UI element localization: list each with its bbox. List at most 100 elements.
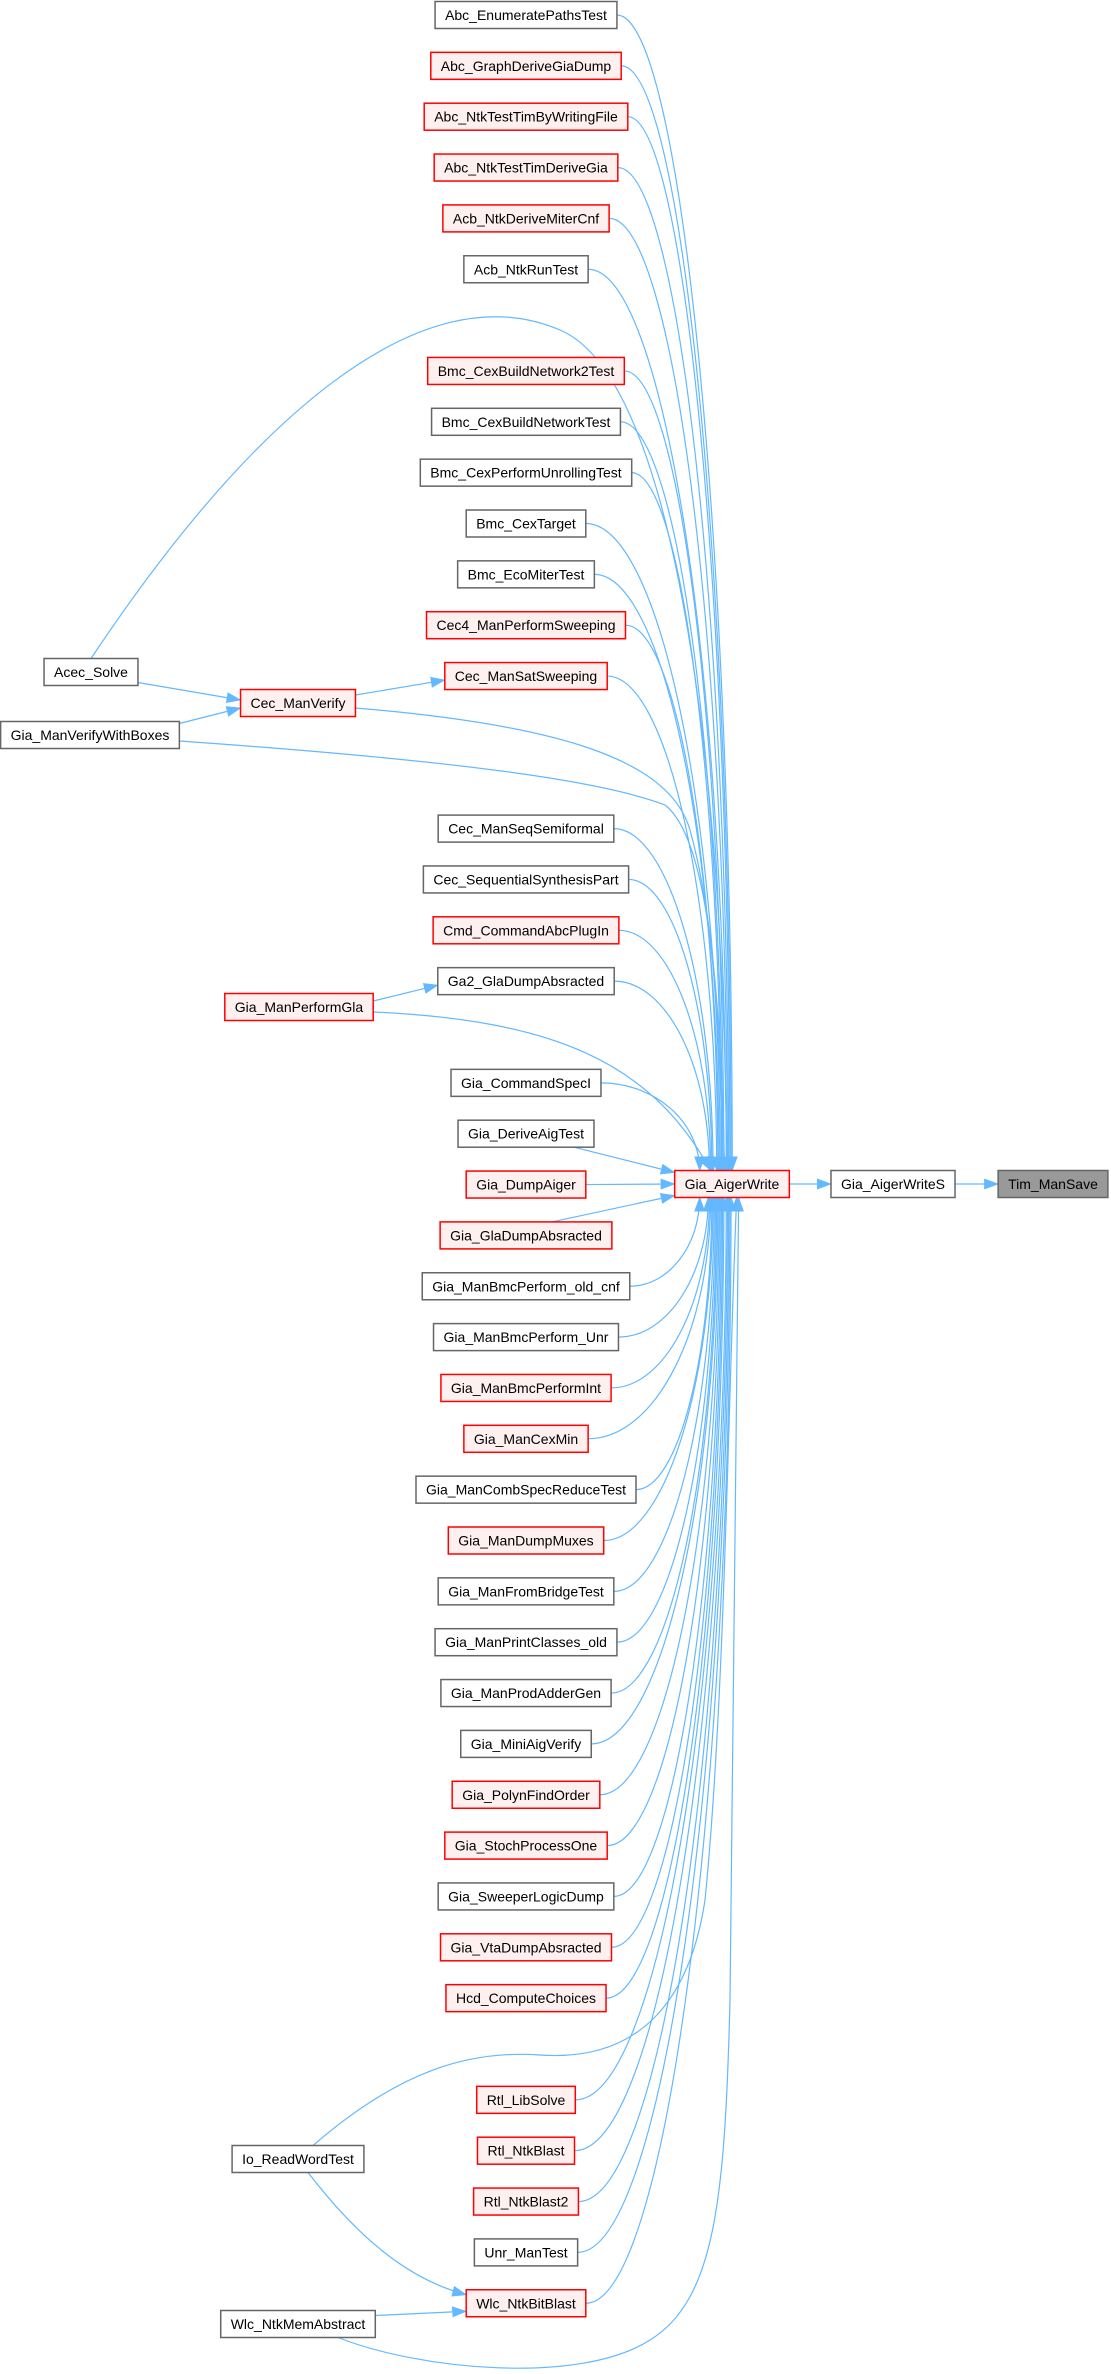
node-gia-manbmcperformint[interactable]: Gia_ManBmcPerformInt (440, 1373, 612, 1403)
node-label: Unr_ManTest (484, 2244, 567, 2260)
node-gia-aigerwrite[interactable]: Gia_AigerWrite (673, 1169, 791, 1199)
node-gia-dumpaiger[interactable]: Gia_DumpAiger (465, 1170, 587, 1199)
node-gia-manverifywithboxes[interactable]: Gia_ManVerifyWithBoxes (0, 720, 181, 750)
node-cmd-commandabcplugin[interactable]: Cmd_CommandAbcPlugIn (432, 916, 620, 945)
edge-cec-manseqsemiformal-to-gia-aigerwrite (613, 828, 719, 1172)
node-gia-gladumpabsracted[interactable]: Gia_GlaDumpAbsracted (439, 1221, 613, 1250)
node-box (465, 509, 587, 538)
edge-gia-manprintclasses-old-to-gia-aigerwrite (616, 1196, 721, 1643)
node-box (447, 1526, 605, 1555)
node-gia-manfrombridgetest[interactable]: Gia_ManFromBridgeTest (437, 1577, 615, 1606)
node-label: Acb_NtkRunTest (474, 261, 578, 277)
node-label: Gia_ManBmcPerform_old_cnf (432, 1278, 620, 1294)
node-box (476, 2136, 576, 2165)
node-box (425, 610, 627, 640)
node-label: Bmc_CexPerformUnrollingTest (430, 465, 622, 481)
edge-bmc-ecomitertest-to-gia-aigerwrite (594, 573, 725, 1172)
node-rtl-ntkblast[interactable]: Rtl_NtkBlast (476, 2136, 576, 2165)
node-hcd-computechoices[interactable]: Hcd_ComputeChoices (445, 1983, 607, 2013)
node-gia-manbmcperform-unr[interactable]: Gia_ManBmcPerform_Unr (432, 1322, 620, 1352)
node-abc-enumeratepathstest[interactable]: Abc_EnumeratePathsTest (434, 0, 618, 30)
edge-abc-ntktesttimbywritingfile-to-gia-aigerwrite (627, 116, 736, 1172)
node-wlc-ntkmemabstract[interactable]: Wlc_NtkMemAbstract (219, 2309, 377, 2339)
node-box (442, 204, 610, 233)
node-box (439, 1933, 613, 1962)
edge-gia-mancexmin-to-gia-aigerwrite (588, 1196, 717, 1440)
node-label: Rtl_LibSolve (487, 2092, 566, 2108)
node-label: Cec_ManSeqSemiformal (448, 821, 604, 837)
edge-bmc-cexbuildnetworktest-to-gia-aigerwrite (620, 421, 729, 1172)
node-label: Bmc_CexBuildNetwork2Test (438, 363, 615, 379)
node-gia-sweeperlogicdump[interactable]: Gia_SweeperLogicDump (437, 1882, 615, 1911)
node-abc-ntktesttimbywritingfile[interactable]: Abc_NtkTestTimByWritingFile (423, 102, 629, 131)
node-label: Acec_Solve (54, 664, 128, 680)
node-cec-sequentialsynthesispart[interactable]: Cec_SequentialSynthesisPart (422, 865, 630, 894)
node-box (457, 1119, 595, 1148)
node-bmc-cexperformunrollingtest[interactable]: Bmc_CexPerformUnrollingTest (419, 458, 633, 487)
node-bmc-cexbuildnetwork2test[interactable]: Bmc_CexBuildNetwork2Test (426, 356, 626, 386)
node-gia-polynfindorder[interactable]: Gia_PolynFindOrder (451, 1780, 601, 1809)
node-box (673, 1169, 791, 1199)
node-box (473, 2238, 579, 2267)
node-gia-commandspeci[interactable]: Gia_CommandSpecI (450, 1068, 602, 1098)
node-bmc-cexbuildnetworktest[interactable]: Bmc_CexBuildNetworkTest (430, 407, 622, 437)
edge-gia-commandspeci-to-gia-aigerwrite (600, 1082, 706, 1172)
node-box (434, 1627, 618, 1657)
node-box (444, 661, 608, 691)
node-label: Acb_NtkDeriveMiterCnf (453, 210, 599, 226)
node-gia-deriveaigtest[interactable]: Gia_DeriveAigTest (457, 1119, 595, 1148)
node-abc-ntktesttimderivegia[interactable]: Abc_NtkTestTimDeriveGia (433, 153, 619, 182)
node-box (439, 1221, 613, 1250)
node-cec-mansatsweeping[interactable]: Cec_ManSatSweeping (444, 661, 608, 691)
edge-gia-miniaigverify-to-gia-aigerwrite (591, 1196, 724, 1745)
node-acb-ntkderivemitercnf[interactable]: Acb_NtkDeriveMiterCnf (442, 204, 610, 233)
edge-gia-manperformgla-to-gia-aigerwrite (373, 1011, 712, 1172)
edge-cec-manverify-to-gia-aigerwrite (355, 707, 730, 1172)
node-gia-mancombspecreducetest[interactable]: Gia_ManCombSpecReduceTest (415, 1475, 637, 1504)
node-gia-manprodaddergen[interactable]: Gia_ManProdAdderGen (440, 1678, 612, 1708)
node-label: Cmd_CommandAbcPlugIn (443, 922, 609, 938)
edge-acec-solve-to-cec-manverify (137, 681, 242, 704)
node-ga2-gladumpabsracted[interactable]: Ga2_GlaDumpAbsracted (437, 966, 615, 996)
node-label: Gia_ManBmcPerformInt (451, 1380, 601, 1396)
node-gia-mandumpmuxes[interactable]: Gia_ManDumpMuxes (447, 1526, 605, 1555)
edge-gia-manbmcperform-old-cnf-to-gia-aigerwrite (629, 1196, 706, 1287)
node-rtl-libsolve[interactable]: Rtl_LibSolve (475, 2085, 577, 2115)
edge-acb-ntkderivemitercnf-to-gia-aigerwrite (609, 217, 733, 1172)
node-gia-aigerwrites[interactable]: Gia_AigerWriteS (830, 1169, 956, 1199)
node-box (475, 2085, 577, 2115)
edge-rtl-ntkblast-to-gia-aigerwrite (574, 1196, 733, 2152)
node-gia-manprintclasses-old[interactable]: Gia_ManPrintClasses_old (434, 1627, 618, 1657)
node-label: Gia_SweeperLogicDump (448, 1888, 604, 1904)
node-wlc-ntkbitblast[interactable]: Wlc_NtkBitBlast (465, 2289, 587, 2318)
node-gia-manbmcperform-old-cnf[interactable]: Gia_ManBmcPerform_old_cnf (421, 1272, 631, 1301)
node-cec4-manperformsweeping[interactable]: Cec4_ManPerformSweeping (425, 610, 627, 640)
node-cec-manverify[interactable]: Cec_ManVerify (239, 688, 357, 718)
node-label: Wlc_NtkBitBlast (476, 2295, 576, 2311)
node-bmc-cextarget[interactable]: Bmc_CexTarget (465, 509, 587, 538)
node-gia-miniaigverify[interactable]: Gia_MiniAigVerify (460, 1729, 592, 1759)
node-gia-vtadumpabsracted[interactable]: Gia_VtaDumpAbsracted (439, 1933, 613, 1962)
node-rtl-ntkblast2[interactable]: Rtl_NtkBlast2 (472, 2187, 580, 2216)
node-unr-mantest[interactable]: Unr_ManTest (473, 2238, 579, 2267)
node-label: Wlc_NtkMemAbstract (231, 2316, 366, 2332)
node-gia-manperformgla[interactable]: Gia_ManPerformGla (224, 992, 374, 1022)
node-cec-manseqsemiformal[interactable]: Cec_ManSeqSemiformal (437, 814, 615, 843)
edge-gia-dumpaiger-to-gia-aigerwrite (585, 1178, 676, 1190)
node-label: Gia_ManBmcPerform_Unr (444, 1329, 609, 1345)
node-io-readwordtest[interactable]: Io_ReadWordTest (231, 2144, 365, 2174)
node-label: Bmc_EcoMiterTest (468, 566, 585, 582)
node-box (432, 916, 620, 945)
node-tim-mansave[interactable]: Tim_ManSave (997, 1169, 1109, 1199)
node-gia-stochprocessone[interactable]: Gia_StochProcessOne (444, 1831, 608, 1860)
node-label: Bmc_CexTarget (476, 516, 576, 532)
node-gia-mancexmin[interactable]: Gia_ManCexMin (463, 1424, 589, 1454)
node-box (437, 814, 615, 843)
node-label: Gia_ManCexMin (474, 1431, 578, 1447)
node-acb-ntkruntest[interactable]: Acb_NtkRunTest (463, 255, 589, 284)
node-abc-graphderivegiadump[interactable]: Abc_GraphDeriveGiaDump (430, 51, 622, 81)
node-acec-solve[interactable]: Acec_Solve (43, 657, 139, 687)
node-bmc-ecomitertest[interactable]: Bmc_EcoMiterTest (456, 560, 596, 589)
edge-cec-mansatsweeping-to-gia-aigerwrite (607, 675, 723, 1172)
edge-cec4-manperformsweeping-to-gia-aigerwrite (625, 624, 724, 1172)
